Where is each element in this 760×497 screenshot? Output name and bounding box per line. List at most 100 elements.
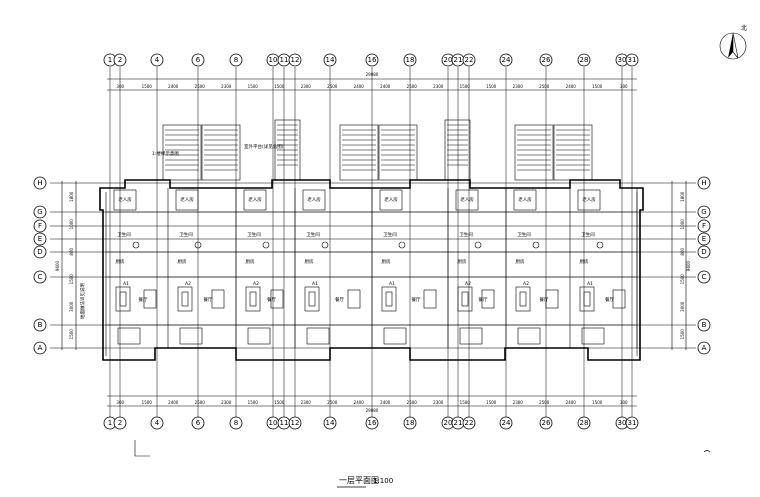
room-label: 卫生间 xyxy=(117,231,131,238)
segment-dimension: 1800 xyxy=(69,191,74,202)
column-bubble-top-label: 28 xyxy=(580,56,589,64)
segment-dimension: 2400 xyxy=(566,400,577,405)
row-bubble-left-circle xyxy=(33,219,47,233)
column-bubble-bottom-label: 30 xyxy=(618,419,627,427)
row-bubble-left-circle xyxy=(33,245,47,259)
room-label: 卫生间 xyxy=(517,231,531,238)
column-bubble-bottom-label: 24 xyxy=(502,419,511,427)
segment-dimension: 2300 xyxy=(301,84,312,89)
column-bubble-bottom-label: 6 xyxy=(196,419,201,427)
column-bubble-top-label: 16 xyxy=(368,56,377,64)
dining-table xyxy=(481,289,495,309)
segment-dimension: 2500 xyxy=(327,400,338,405)
column-bubble-top-label: 21 xyxy=(454,56,463,64)
entry-cabinet xyxy=(306,327,330,345)
segment-dimension: 1500 xyxy=(460,400,471,405)
stair-towers xyxy=(162,119,593,181)
row-bubble-right-label: E xyxy=(702,235,706,243)
column-bubble-bottom-label: 12 xyxy=(291,419,300,427)
room-label: 老人房 xyxy=(384,196,398,203)
segment-dimension: 2500 xyxy=(407,400,418,405)
segment-dimension: 800 xyxy=(69,247,74,255)
wash-basin xyxy=(262,241,270,249)
corner-mark xyxy=(134,440,150,457)
column-bubble-top-label: 26 xyxy=(542,56,551,64)
entry-cabinet xyxy=(179,327,203,345)
column-bubble-top-label: 31 xyxy=(628,56,637,64)
segment-dimension: 1500 xyxy=(248,84,259,89)
row-bubble-left-label: F xyxy=(38,222,42,230)
room-label: 卫生间 xyxy=(459,231,473,238)
column-bubble-top-circle xyxy=(229,53,243,67)
room-label: 卫生间 xyxy=(179,231,193,238)
room-label: 餐厅 xyxy=(267,296,276,303)
dining-table xyxy=(347,289,361,309)
row-bubble-left-circle xyxy=(33,270,47,284)
segment-dimension: 3000 xyxy=(680,301,685,312)
segment-dimension: 3000 xyxy=(69,301,74,312)
entry-cabinet xyxy=(247,327,271,345)
row-bubble-left-label: G xyxy=(37,208,42,216)
sofa xyxy=(304,286,320,312)
wash-basin xyxy=(321,241,329,249)
row-bubble-left-label: H xyxy=(37,179,42,187)
room-label: 餐厅 xyxy=(540,296,549,303)
row-bubble-right-label: A xyxy=(702,344,707,352)
column-bubble-top-circle xyxy=(191,53,205,67)
north-arrow: 北 xyxy=(719,24,747,60)
segment-dimension: 2500 xyxy=(539,400,550,405)
row-bubble-right-circle xyxy=(697,205,711,219)
tilde-mark xyxy=(703,450,711,453)
row-bubble-left-label: E xyxy=(38,235,42,243)
room-label: 厨房 xyxy=(246,258,255,265)
wash-basin xyxy=(474,241,482,249)
unit-tag: A1 xyxy=(587,281,593,287)
column-bubble-top-label: 30 xyxy=(618,56,627,64)
overall-dim-bottom: 29080 xyxy=(366,408,379,413)
coffee-table xyxy=(583,291,591,307)
coffee-table xyxy=(519,291,527,307)
room-label: 餐厅 xyxy=(605,296,614,303)
room-labels: 老人房厨房餐厅卫生间A1老人房厨房餐厅卫生间A2老人房厨房餐厅卫生间A2老人房厨… xyxy=(116,196,615,303)
unit-tag: A1 xyxy=(389,281,395,287)
column-bubble-top-label: 6 xyxy=(196,56,201,64)
segment-dimension: 1500 xyxy=(680,274,685,285)
room-label: 餐厅 xyxy=(335,296,344,303)
room-label: 餐厅 xyxy=(204,296,213,303)
room-label: 厨房 xyxy=(305,258,314,265)
column-bubble-bottom-label: 16 xyxy=(368,419,377,427)
sofa xyxy=(579,286,595,312)
segment-dimension: 1500 xyxy=(274,400,285,405)
segment-dimension: 1500 xyxy=(680,329,685,340)
room-label: 老人房 xyxy=(460,196,474,203)
row-grid-lines xyxy=(50,182,696,349)
segment-dimension: 800 xyxy=(680,247,685,255)
column-bubble-bottom-circle xyxy=(577,416,591,430)
room-label: 老人房 xyxy=(180,196,194,203)
segment-dimension: 2400 xyxy=(168,400,179,405)
room-label: 餐厅 xyxy=(479,296,488,303)
sofa xyxy=(177,286,193,312)
column-bubble-bottom-circle xyxy=(625,416,639,430)
sofa xyxy=(115,286,131,312)
right-total-dim: 9600 xyxy=(686,260,691,271)
row-bubble-left-circle xyxy=(33,341,47,355)
column-bubble-bottom-circle xyxy=(499,416,513,430)
column-bubble-bottom-label: 8 xyxy=(234,419,238,427)
bedroom-wall xyxy=(513,189,537,211)
column-bubble-bottom-label: 28 xyxy=(580,419,589,427)
room-label: 卫生间 xyxy=(383,231,397,238)
entry-cabinet xyxy=(459,327,483,345)
row-bubble-right-label: D xyxy=(701,248,706,256)
segment-dimension: 2400 xyxy=(566,84,577,89)
dining-table xyxy=(545,289,559,309)
unit-tag: A1 xyxy=(123,281,129,287)
unit-tag: A2 xyxy=(253,281,259,287)
sofa xyxy=(457,286,473,312)
column-bubble-bottom-label: 31 xyxy=(628,419,637,427)
column-bubble-top-circle xyxy=(625,53,639,67)
column-bubble-top-circle xyxy=(323,53,337,67)
